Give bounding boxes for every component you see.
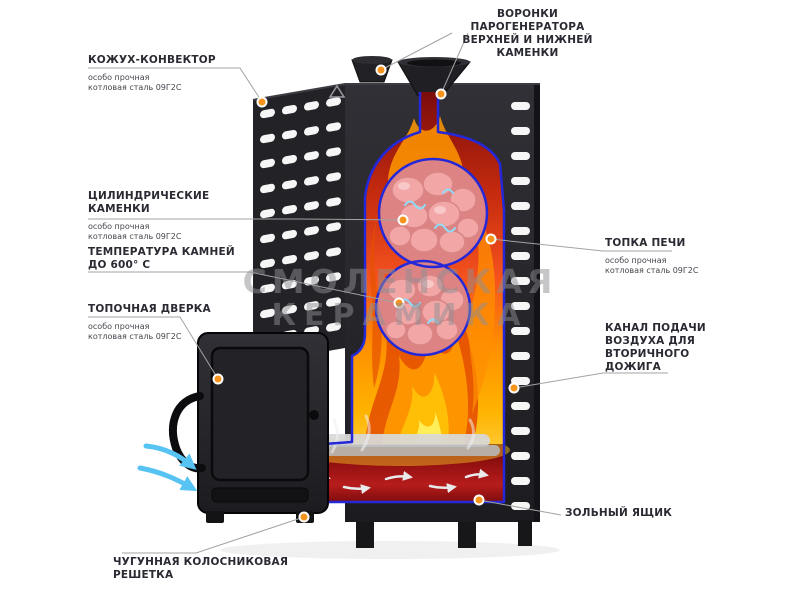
ground-shadow: [220, 541, 560, 559]
door-latch: [309, 410, 319, 420]
stone-chamber-lower: [376, 261, 470, 355]
door-panel: [210, 346, 310, 482]
marker-casing: [256, 96, 268, 108]
convector-left-panel: [253, 84, 345, 364]
cutaway-outline: [294, 92, 506, 504]
stone-chamber-upper: [379, 159, 487, 267]
marker-ash-box: [473, 494, 485, 506]
ash-drawer-slot: [211, 487, 309, 503]
callout-dots: [212, 64, 520, 523]
marker-funnel-small: [375, 64, 387, 76]
smoke-wisps: [330, 414, 475, 454]
marker-stones-upper: [397, 214, 409, 226]
leader-lines: [88, 32, 672, 554]
firebox-door: [169, 332, 329, 523]
shell-top-edge: [252, 83, 540, 101]
grate-logs: [312, 434, 490, 447]
marker-stones-lower: [393, 297, 405, 309]
brand-logo: [328, 84, 346, 98]
shell-right-edge: [534, 84, 540, 522]
marker-door: [212, 373, 224, 385]
air-intake-arrows: [137, 443, 198, 491]
marker-air-channel: [508, 382, 520, 394]
stove-legs: [356, 520, 532, 548]
marker-grate: [298, 511, 310, 523]
marker-firebox: [485, 233, 497, 245]
steam-funnel-large: [397, 57, 472, 97]
marker-funnel-large: [435, 88, 447, 100]
